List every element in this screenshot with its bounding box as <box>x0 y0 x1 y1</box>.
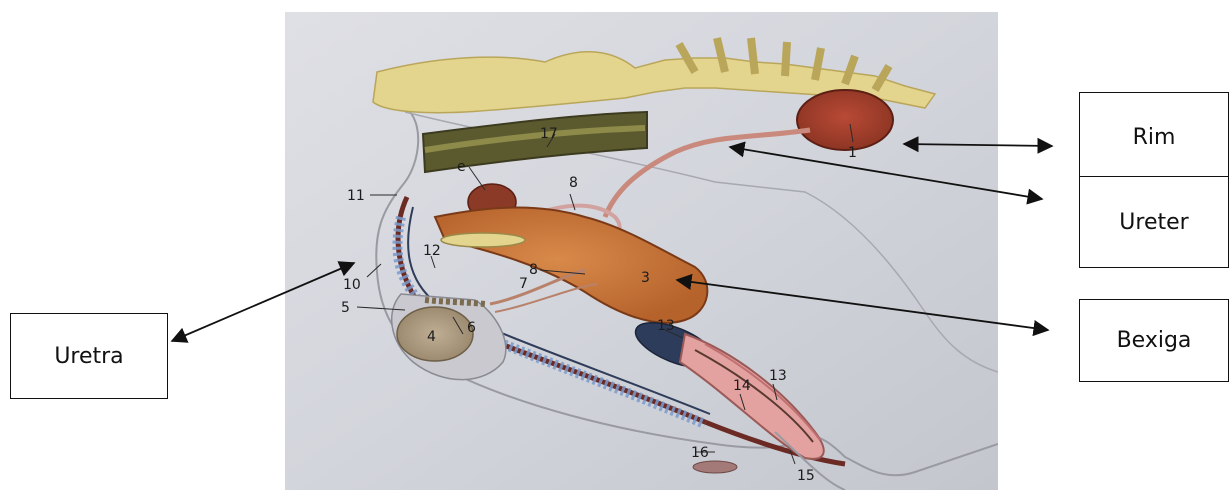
figure-number-9: e <box>457 159 466 175</box>
uretra-label: Uretra <box>54 344 123 369</box>
anatomy-figure: 1 17 e 11 8 12 8 7 10 5 3 4 6 13 14 13 1… <box>285 12 998 490</box>
figure-number-13-lower: 13 <box>769 368 787 384</box>
rim-label-box: Rim <box>1079 92 1229 182</box>
figure-number-1: 1 <box>848 145 857 161</box>
figure-number-4: 4 <box>427 329 436 345</box>
bexiga-label-box: Bexiga <box>1079 299 1229 382</box>
figure-number-17: 17 <box>540 126 558 142</box>
bexiga-label: Bexiga <box>1117 328 1192 353</box>
figure-number-7: 7 <box>519 276 528 292</box>
figure-number-12: 12 <box>423 243 441 259</box>
ureter-label-box: Ureter <box>1079 176 1229 268</box>
figure-number-8-lower: 8 <box>529 262 538 278</box>
bulbourethral-gland <box>441 233 525 247</box>
figure-number-10: 10 <box>343 277 361 293</box>
figure-number-6: 6 <box>467 320 476 336</box>
figure-number-5: 5 <box>341 300 350 316</box>
rim-label: Rim <box>1133 125 1176 150</box>
uretra-label-box: Uretra <box>10 313 168 399</box>
figure-number-16: 16 <box>691 445 709 461</box>
figure-number-14: 14 <box>733 378 751 394</box>
figure-number-8-upper: 8 <box>569 175 578 191</box>
figure-number-3: 3 <box>641 270 650 286</box>
figure-number-13-upper: 13 <box>657 318 675 334</box>
ureter-label: Ureter <box>1119 210 1188 235</box>
epididymis <box>425 300 485 304</box>
figure-number-15: 15 <box>797 468 815 484</box>
figure-number-11: 11 <box>347 188 365 204</box>
glans-tip <box>693 461 737 473</box>
kidney <box>797 90 893 150</box>
